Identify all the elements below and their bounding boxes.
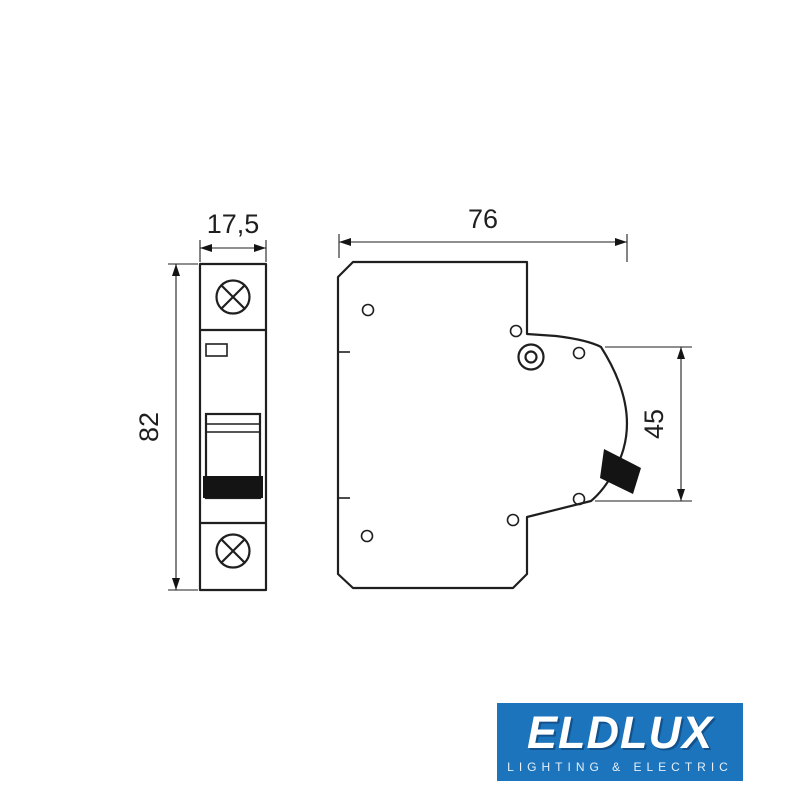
front-body xyxy=(198,262,268,592)
dimension-front-height: 82 xyxy=(134,263,198,591)
dimension-front-width: 17,5 xyxy=(199,209,267,262)
bottom-screw-icon xyxy=(215,533,251,569)
side-body xyxy=(336,260,629,590)
dimension-side-depth: 45 xyxy=(595,346,692,502)
dim-side-depth-label: 45 xyxy=(639,409,669,439)
toggle-switch xyxy=(203,412,263,500)
brand-name: ELDLUX xyxy=(527,707,713,758)
toggle-handle xyxy=(203,476,263,498)
dim-front-width-label: 17,5 xyxy=(207,209,260,239)
indicator-window xyxy=(205,343,228,357)
top-screw-icon xyxy=(215,279,251,315)
brand-logo: ELDLUX LIGHTING & ELECTRIC xyxy=(497,703,743,781)
side-rivets xyxy=(360,303,586,543)
side-view xyxy=(336,260,641,590)
brand-tagline: LIGHTING & ELECTRIC xyxy=(507,760,733,774)
front-view xyxy=(198,262,268,592)
dim-side-width-label: 76 xyxy=(468,204,498,234)
side-toggle-lever xyxy=(600,449,641,494)
dim-front-height-label: 82 xyxy=(134,412,164,442)
dimension-side-width: 76 xyxy=(338,204,628,262)
pivot-screw-icon xyxy=(517,343,545,371)
